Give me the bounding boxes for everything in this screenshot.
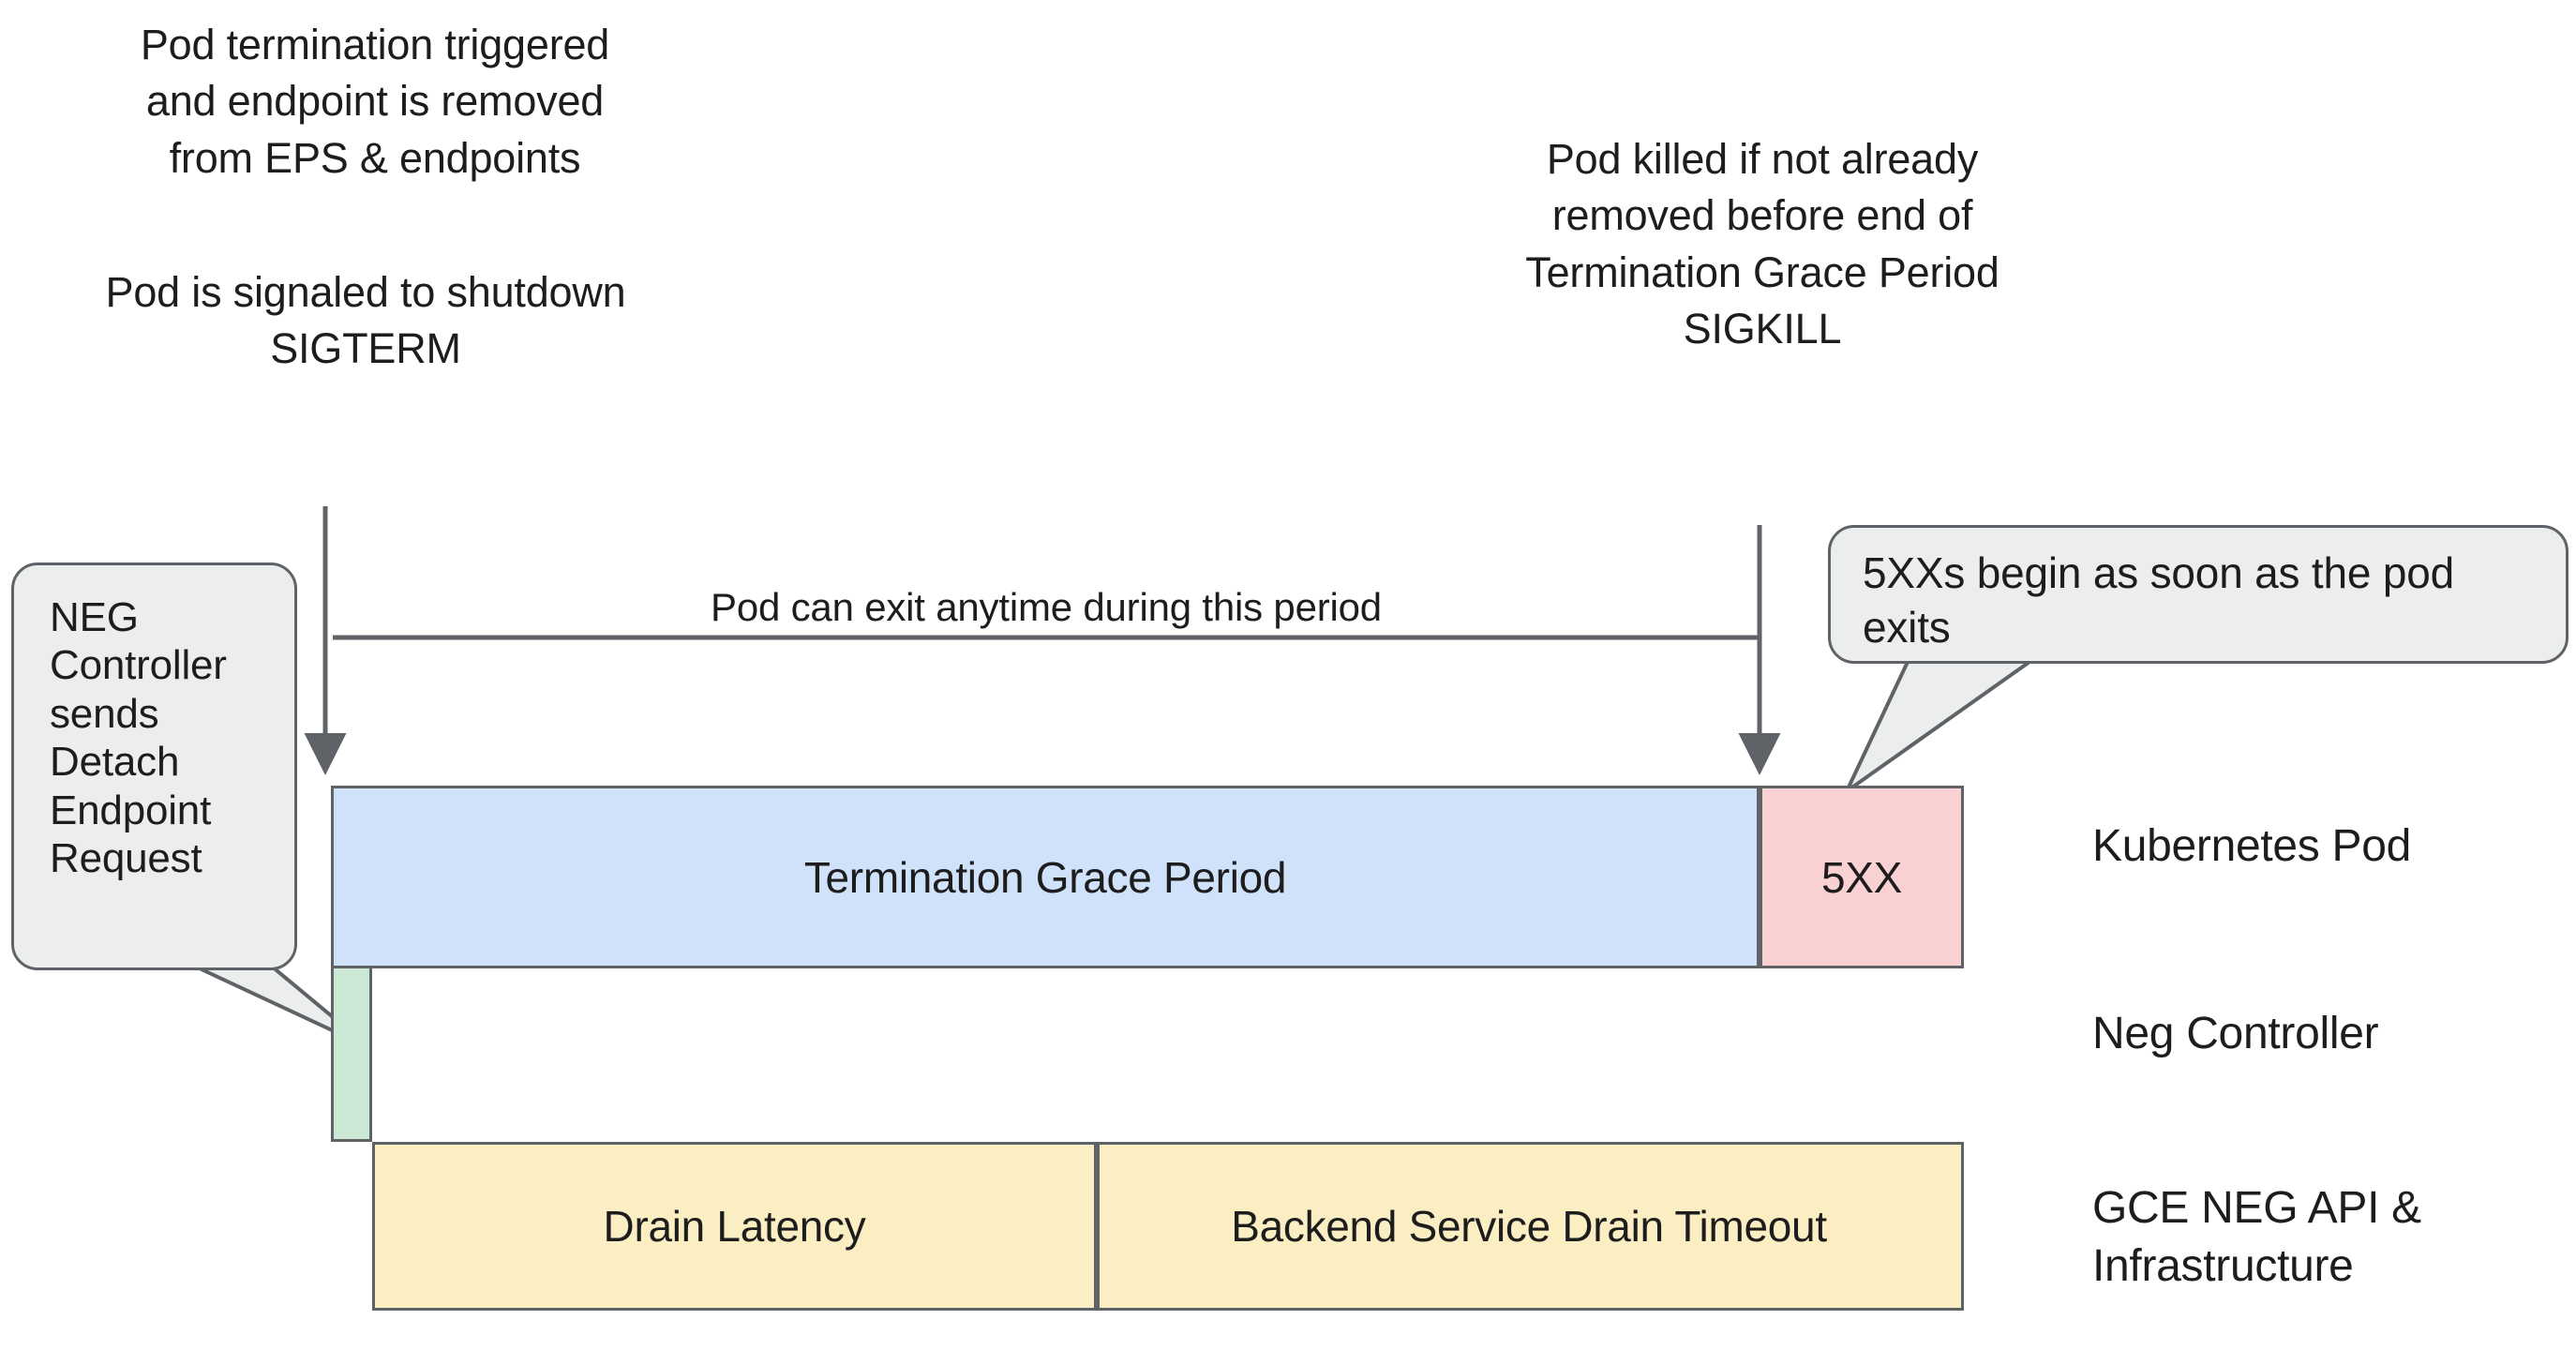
bar-drain-latency[interactable]: Drain Latency [372, 1142, 1097, 1311]
callout-tail-5xx [1845, 660, 2031, 793]
bar-termination-grace-period[interactable]: Termination Grace Period [331, 786, 1760, 968]
lane-label-kubernetes-pod: Kubernetes Pod [2092, 821, 2412, 871]
note-pod-signaled-sigterm: Pod is signaled to shutdown SIGTERM [105, 268, 626, 373]
lane-label-neg-controller: Neg Controller [2092, 1009, 2379, 1058]
bar-neg-detach[interactable] [331, 968, 372, 1142]
note-pod-termination-triggered: Pod termination triggered and endpoint i… [140, 21, 610, 182]
lane-label-gce-neg-api: GCE NEG API & Infrastructure [2092, 1183, 2421, 1292]
divider-drain-bars [1097, 1142, 1100, 1311]
bar-backend-service-drain-timeout[interactable]: Backend Service Drain Timeout [1097, 1142, 1964, 1311]
callout-neg-controller[interactable]: NEG Controller sends Detach Endpoint Req… [11, 562, 297, 970]
callout-5xxs-begin[interactable]: 5XXs begin as soon as the pod exits [1828, 525, 2569, 664]
bar-5xx[interactable]: 5XX [1760, 786, 1964, 968]
note-pod-killed-sigkill: Pod killed if not already removed before… [1525, 135, 1999, 352]
note-pod-can-exit-anytime: Pod can exit anytime during this period [711, 585, 1382, 629]
